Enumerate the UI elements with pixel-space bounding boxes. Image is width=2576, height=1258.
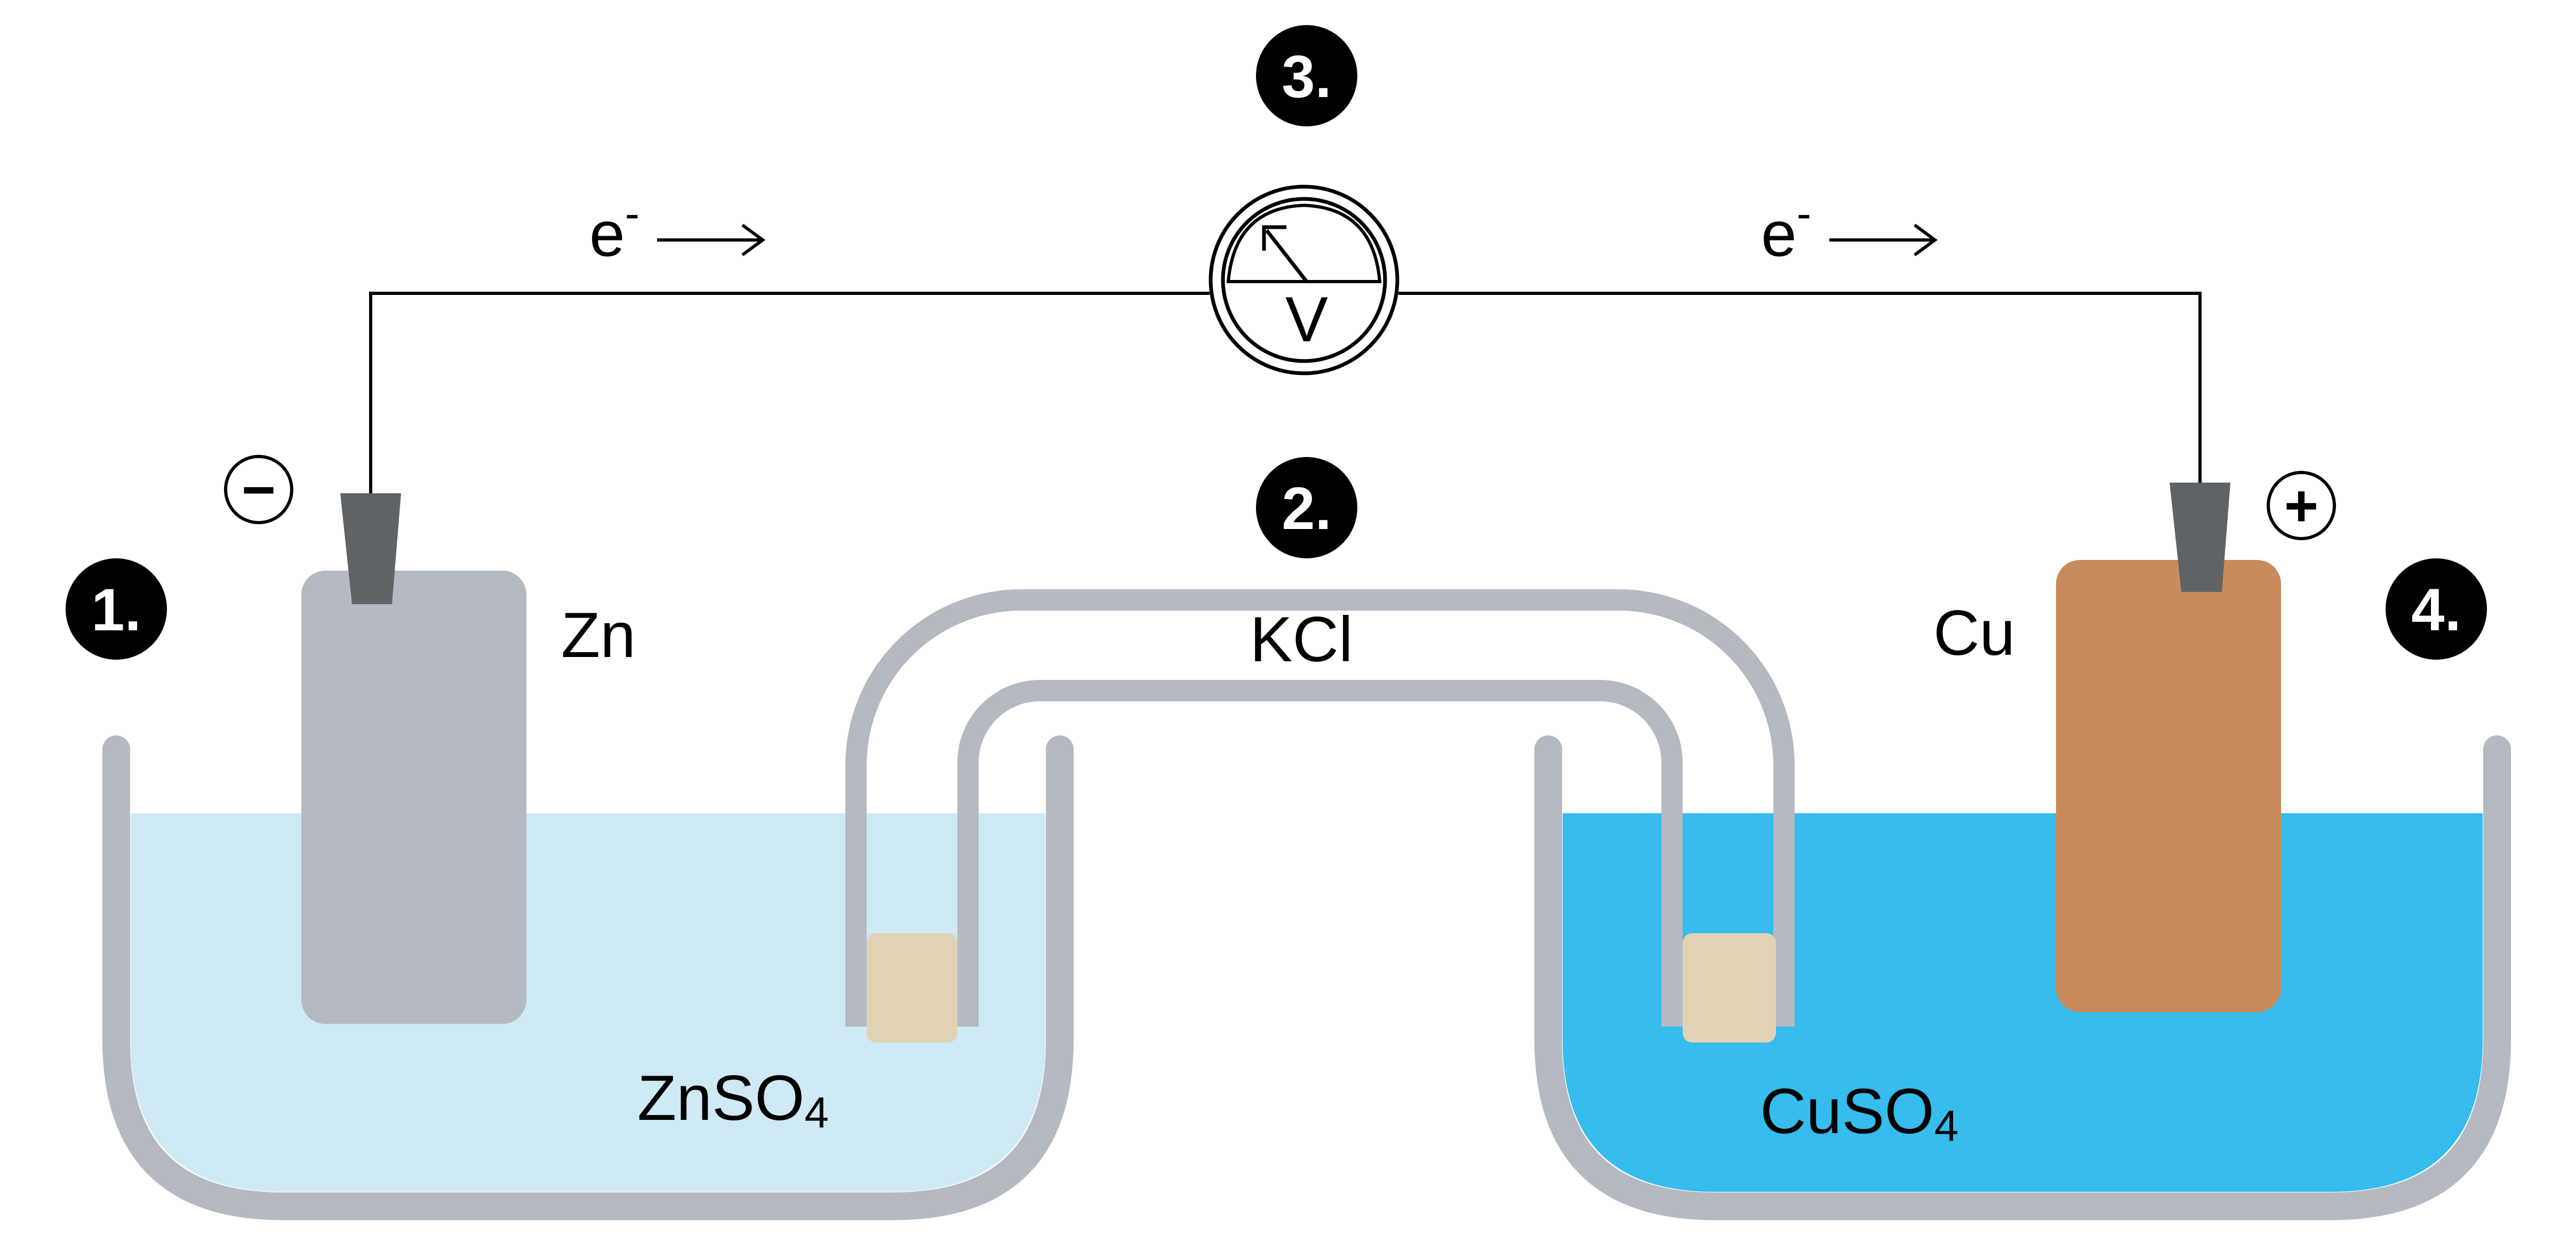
badge-3: 3. — [1256, 25, 1357, 126]
badge-4-label: 4. — [2411, 576, 2461, 643]
minus-sign-icon: − — [242, 457, 276, 523]
anode-clip — [340, 493, 401, 604]
arrow-right-icon — [1829, 223, 1938, 257]
cathode-sign: + — [2267, 471, 2336, 540]
badge-4: 4. — [2386, 558, 2487, 660]
electron-symbol-right: e- — [1761, 189, 1811, 270]
right-wire — [1398, 292, 2202, 491]
badge-2-label: 2. — [1282, 475, 1331, 542]
voltmeter-dial — [1226, 203, 1382, 283]
plus-sign-icon: + — [2284, 473, 2318, 539]
voltmeter-needle — [1265, 229, 1308, 283]
electron-symbol-left: e- — [589, 189, 639, 270]
badge-1-label: 1. — [91, 576, 141, 643]
electron-flow-right: e- — [1761, 189, 1938, 270]
badge-3-label: 3. — [1282, 43, 1331, 110]
electron-flow-left: e- — [589, 189, 766, 270]
badge-2: 2. — [1256, 457, 1357, 558]
voltmeter-label: V — [1285, 284, 1328, 355]
left-plug — [867, 933, 957, 1043]
badge-1: 1. — [66, 558, 167, 660]
voltmeter: V — [1209, 185, 1399, 375]
arrow-right-icon — [657, 223, 766, 257]
cathode-clip — [2170, 483, 2230, 592]
copper-solution-label: CuSO4 — [1760, 1076, 1958, 1150]
salt-bridge: KCl — [845, 589, 1795, 1043]
copper-electrode-label: Cu — [1933, 597, 2015, 669]
salt-bridge-tube — [845, 589, 1795, 1027]
right-plug — [1683, 933, 1776, 1043]
left-beaker — [102, 735, 1074, 1220]
voltmeter-needle-tip — [1262, 225, 1286, 251]
zinc-electrode — [301, 571, 526, 1024]
anode-sign: − — [224, 455, 293, 524]
zinc-electrode-label: Zn — [561, 599, 636, 671]
left-wire — [369, 292, 1210, 501]
zinc-solution-label: ZnSO4 — [637, 1062, 829, 1137]
right-beaker — [1534, 735, 2511, 1220]
copper-electrode — [2056, 560, 2281, 1012]
salt-bridge-label: KCl — [1250, 604, 1353, 675]
